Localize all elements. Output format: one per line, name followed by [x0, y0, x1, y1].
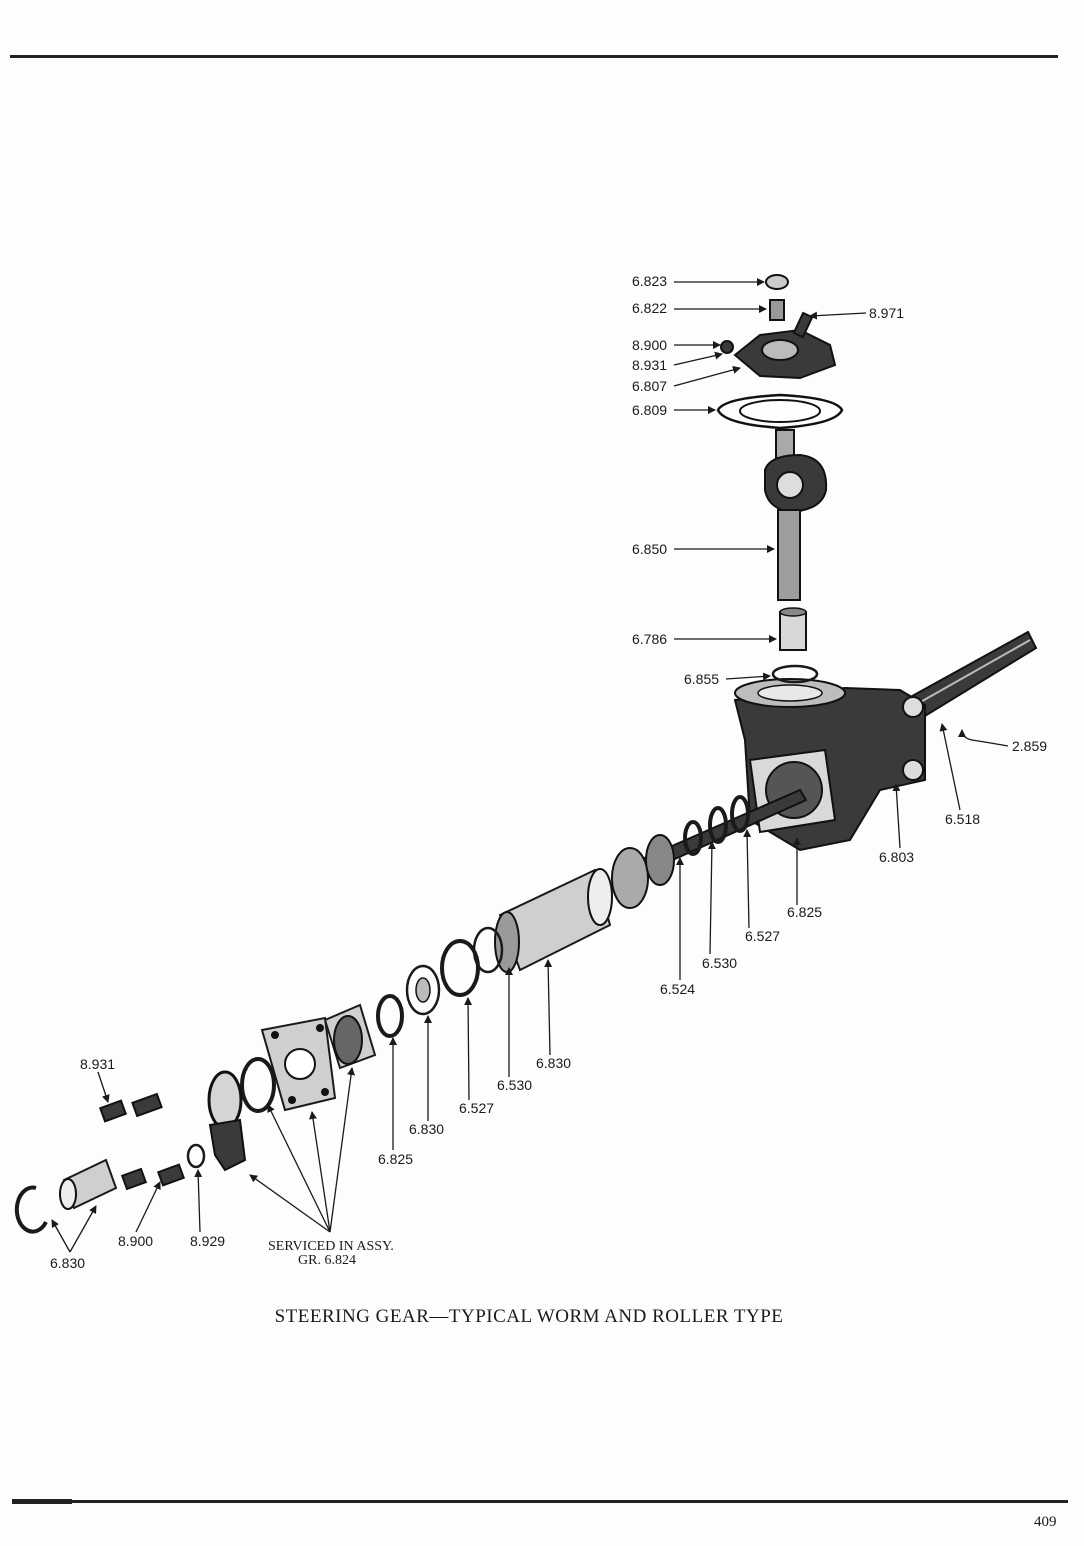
figure-caption: STEERING GEAR—TYPICAL WORM AND ROLLER TY…: [275, 1306, 784, 1327]
end-gasket-ring: [240, 1057, 276, 1113]
ring-6830-lower: [405, 964, 441, 1016]
bolt-8931-a: [98, 1099, 128, 1123]
bushing-6786: [779, 607, 807, 651]
callout-6524: 6.524: [660, 981, 695, 997]
gasket-6809: [716, 393, 844, 430]
nut-8900-a: [120, 1167, 148, 1191]
ring-6825-lower: [376, 994, 404, 1038]
adjusting-screw: [59, 1158, 118, 1210]
ring-6527-lower: [440, 939, 480, 997]
callout-6825-lower: 6.825: [378, 1151, 413, 1167]
worm-assembly: [494, 834, 675, 973]
callout-8931-top: 8.931: [632, 357, 667, 373]
ring-6830-center: [415, 977, 431, 1003]
callout-6518: 6.518: [945, 811, 980, 827]
callout-6527-lower: 6.527: [459, 1100, 494, 1116]
callout-6855: 6.855: [684, 671, 719, 687]
callout-8931-bottom: 8.931: [80, 1056, 115, 1072]
small-washer: [186, 1143, 206, 1169]
callout-6823: 6.823: [632, 273, 667, 289]
page-number: 409: [1034, 1514, 1057, 1530]
sector-shaft: [764, 429, 828, 601]
seal-6855: [771, 664, 819, 684]
bottom-rule-accent: [12, 1499, 72, 1504]
callout-8900-bottom: 8.900: [118, 1233, 153, 1249]
callout-8971: 8.971: [869, 305, 904, 321]
adjuster-cover: [323, 1003, 377, 1070]
ring-6530-upper: [708, 806, 728, 844]
nut-8900-b: [156, 1163, 186, 1187]
callout-6809: 6.809: [632, 402, 667, 418]
callout-6530-upper: 6.530: [702, 955, 737, 971]
leader-lines: [51, 278, 1009, 1253]
ring-6527-upper: [730, 795, 750, 833]
callout-6803: 6.803: [879, 849, 914, 865]
top-cover-parts: [720, 274, 837, 380]
serviced-note-line1: SERVICED IN ASSY.: [268, 1239, 394, 1254]
callout-6530-lower: 6.530: [497, 1077, 532, 1093]
callout-6830-mid: 6.830: [536, 1055, 571, 1071]
callout-6527-upper: 6.527: [745, 928, 780, 944]
callout-6807: 6.807: [632, 378, 667, 394]
end-cap-6830: [14, 1185, 48, 1234]
callout-8900-top: 8.900: [632, 337, 667, 353]
gear-housing: [733, 678, 926, 852]
end-plate: [260, 1016, 337, 1112]
bolt-8931-b: [131, 1092, 163, 1118]
callout-8929: 8.929: [190, 1233, 225, 1249]
top-rule: [10, 55, 1058, 58]
callout-2859: 2.859: [1012, 738, 1047, 754]
callout-6786: 6.786: [632, 631, 667, 647]
callout-6830-lower: 6.830: [409, 1121, 444, 1137]
bottom-rule: [12, 1500, 1068, 1503]
callout-6822: 6.822: [632, 300, 667, 316]
end-cover-bracket: [207, 1070, 247, 1172]
ring-6524: [683, 820, 703, 856]
callout-6850: 6.850: [632, 541, 667, 557]
callout-6825-upper: 6.825: [787, 904, 822, 920]
callout-6830-end: 6.830: [50, 1255, 85, 1271]
serviced-note-line2: GR. 6.824: [298, 1253, 356, 1268]
